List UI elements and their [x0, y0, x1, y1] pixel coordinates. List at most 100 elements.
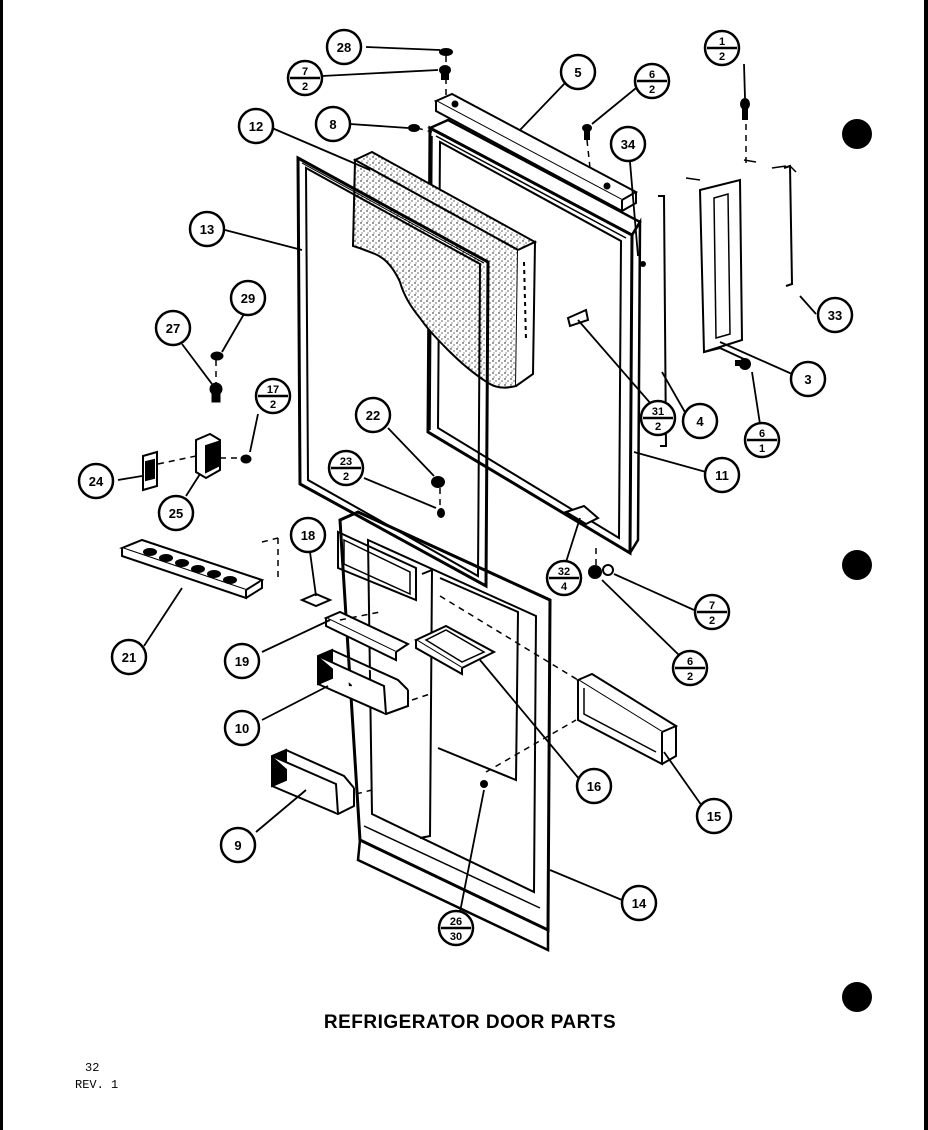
callout-22: 22 — [354, 396, 392, 434]
binder-hole-top — [842, 119, 872, 149]
handle-mount-bracket — [142, 432, 221, 492]
callout-6-2-top: 62 — [633, 62, 671, 100]
callout-label: 27 — [166, 321, 180, 336]
callout-25: 25 — [157, 494, 195, 532]
callout-label: 9 — [234, 838, 241, 853]
callout-6-2-right: 62 — [671, 649, 709, 687]
callout-27: 27 — [154, 309, 192, 347]
callout-label-top: 7 — [302, 66, 308, 78]
callout-12: 12 — [237, 107, 275, 145]
page-frame-right — [924, 0, 928, 1130]
callout-7-2-right: 72 — [693, 593, 731, 631]
fresh-food-door — [338, 510, 552, 952]
binder-hole-middle — [842, 550, 872, 580]
callout-label: 10 — [235, 721, 249, 736]
callout-label-bottom: 2 — [302, 81, 308, 93]
callout-label: 11 — [715, 468, 729, 483]
callout-29: 29 — [229, 279, 267, 317]
callout-label: 16 — [587, 779, 601, 794]
callout-13: 13 — [188, 210, 226, 248]
callout-label-top: 7 — [709, 600, 715, 612]
callout-label-top: 6 — [687, 656, 693, 668]
callout-8: 8 — [314, 105, 352, 143]
hinge-screws — [408, 48, 751, 518]
page-frame-left — [0, 0, 3, 1130]
callout-31-2: 312 — [639, 399, 677, 437]
callout-label-bottom: 30 — [450, 931, 462, 943]
callout-label-top: 32 — [558, 566, 570, 578]
callout-label: 5 — [574, 65, 581, 80]
top-hinge-bar — [433, 92, 639, 213]
door-shelf-track — [337, 530, 520, 839]
callout-label: 14 — [632, 896, 647, 911]
callout-label: 13 — [200, 222, 214, 237]
callout-label-top: 17 — [267, 384, 279, 396]
callout-24: 24 — [77, 462, 115, 500]
callout-label-bottom: 2 — [719, 51, 725, 63]
door-bin-lower — [271, 748, 355, 816]
callout-33: 33 — [816, 296, 854, 334]
callout-label: 25 — [169, 506, 183, 521]
callout-18: 18 — [289, 516, 327, 554]
dairy-compartment-door — [413, 624, 497, 676]
callout-11: 11 — [703, 456, 741, 494]
callout-23-2: 232 — [327, 449, 365, 487]
callout-label-top: 1 — [719, 36, 725, 48]
callout-10: 10 — [223, 709, 261, 747]
callout-label-bottom: 4 — [561, 581, 568, 593]
callout-label: 21 — [122, 650, 136, 665]
callout-34: 34 — [609, 125, 647, 163]
page-number-block: 32 REV. 1 — [75, 1060, 118, 1094]
callout-1-2: 12 — [703, 29, 741, 67]
callout-label-top: 6 — [649, 69, 655, 81]
callout-label-bottom: 2 — [655, 421, 661, 433]
callout-6-1: 61 — [743, 421, 781, 459]
callout-17-2: 172 — [254, 377, 292, 415]
callout-label-bottom: 2 — [343, 471, 349, 483]
page-number: 32 — [85, 1061, 100, 1075]
callout-label: 19 — [235, 654, 249, 669]
callout-21: 21 — [110, 638, 148, 676]
callout-label-top: 31 — [652, 406, 664, 418]
callout-label: 8 — [329, 117, 336, 132]
screw-lower-door — [480, 780, 488, 788]
callout-label-bottom: 2 — [649, 84, 655, 96]
callout-label-bottom: 2 — [270, 399, 276, 411]
callout-5: 5 — [559, 53, 597, 91]
callout-label: 24 — [89, 474, 104, 489]
freezer-door-gasket — [296, 155, 490, 589]
callout-7-2-top: 72 — [286, 59, 324, 97]
callout-label: 22 — [366, 408, 380, 423]
callout-label: 18 — [301, 528, 315, 543]
freezer-door-liner — [351, 150, 538, 389]
callout-28-top: 28 — [325, 28, 363, 66]
callout-19: 19 — [223, 642, 261, 680]
screws-upper-left — [209, 351, 252, 464]
callout-label: 28 — [337, 40, 351, 55]
callout-label: 34 — [621, 137, 636, 152]
callout-label-top: 26 — [450, 916, 462, 928]
door-shelf-rail — [575, 672, 679, 766]
leader-lines — [117, 46, 817, 913]
callout-14: 14 — [620, 884, 658, 922]
egg-tray — [119, 538, 265, 600]
callout-label: 4 — [696, 414, 704, 429]
binder-hole-bottom — [842, 982, 872, 1012]
door-bin-upper — [317, 648, 409, 716]
door-rail-parts — [299, 592, 411, 662]
callout-4: 4 — [681, 402, 719, 440]
callout-15: 15 — [695, 797, 733, 835]
callout-label-bottom: 1 — [759, 443, 765, 455]
diagram-caption: REFRIGERATOR DOOR PARTS — [323, 1012, 617, 1033]
callout-label: 3 — [804, 372, 811, 387]
callout-label-bottom: 2 — [687, 671, 693, 683]
callout-label: 29 — [241, 291, 255, 306]
callout-32-4: 324 — [545, 559, 583, 597]
callout-label-bottom: 2 — [709, 615, 715, 627]
callout-label-top: 6 — [759, 428, 765, 440]
revision-label: REV. 1 — [75, 1078, 119, 1092]
callout-label: 33 — [828, 308, 842, 323]
top-hinge-assembly — [658, 159, 797, 447]
